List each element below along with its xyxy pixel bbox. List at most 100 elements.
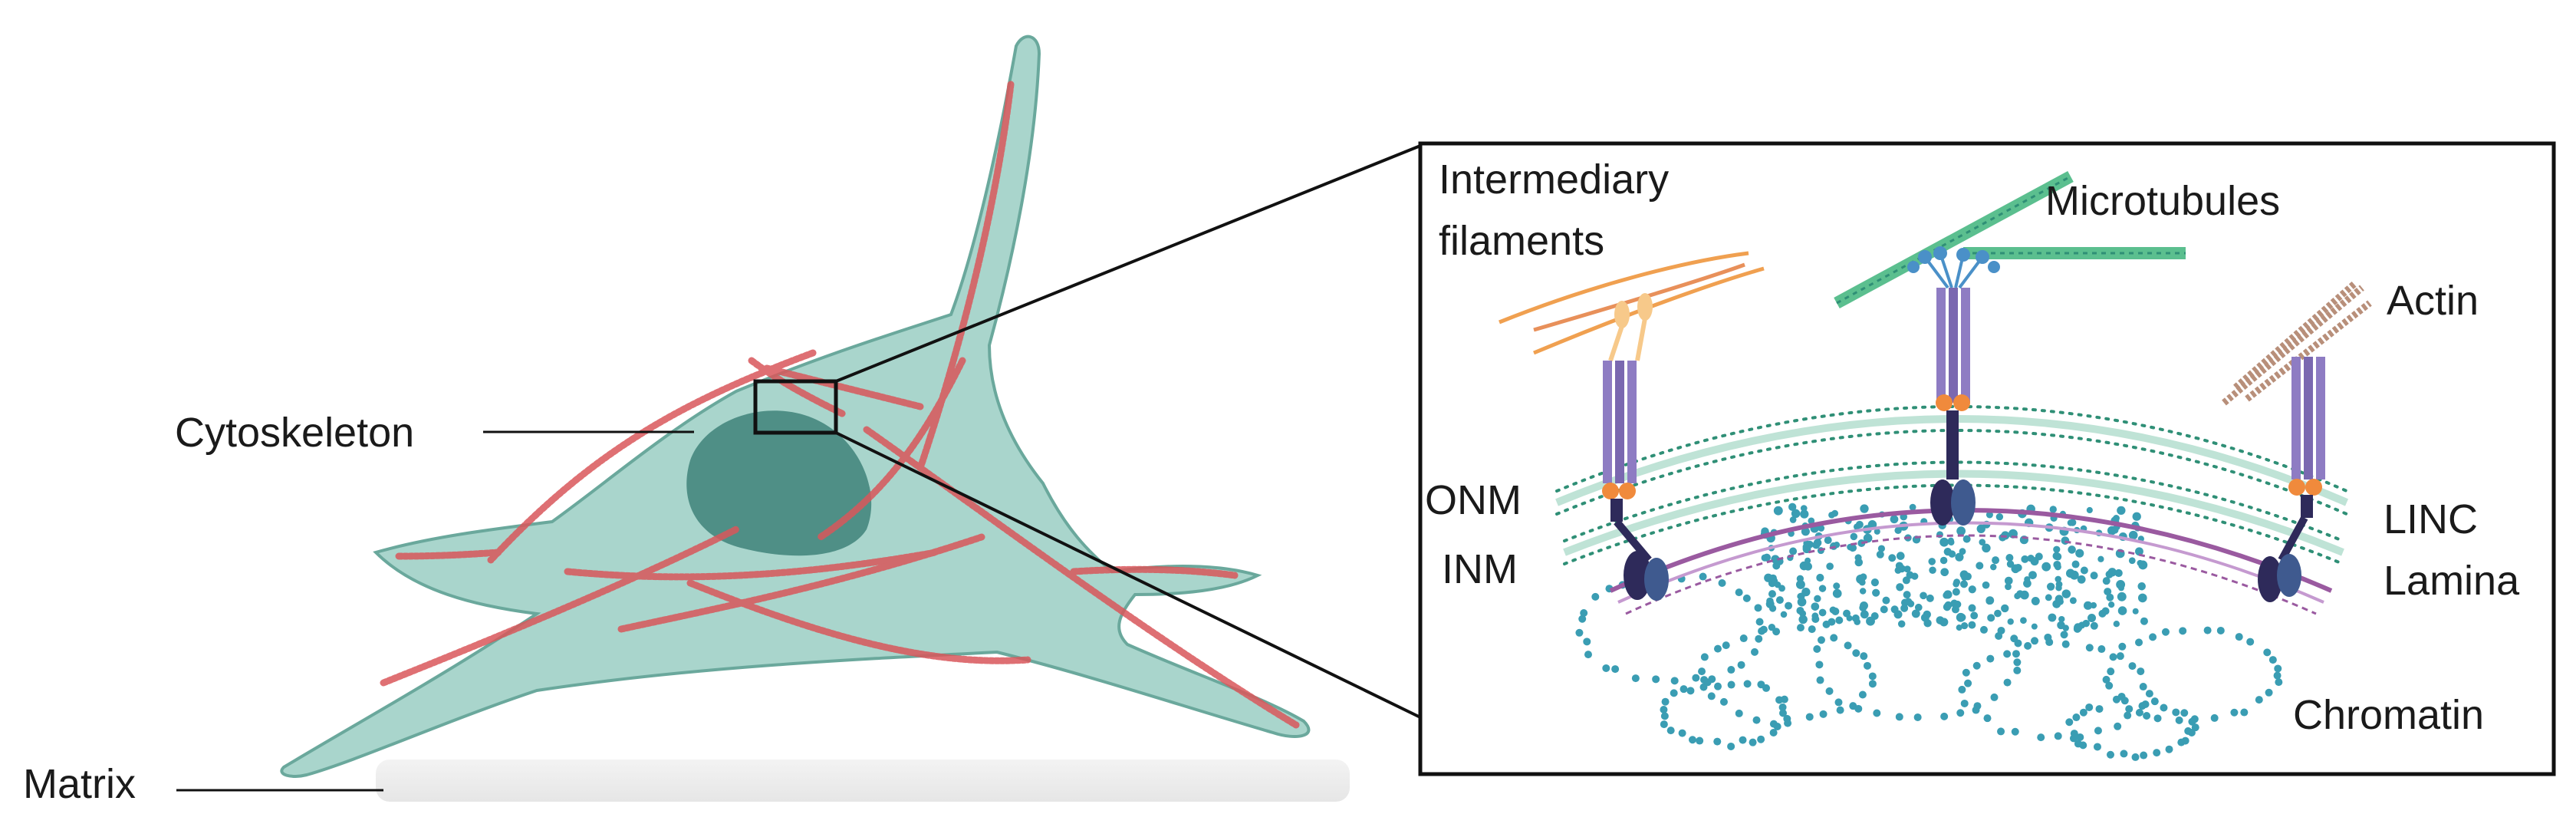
chromatin-dot: [1797, 597, 1807, 607]
chromatin-dot: [2021, 555, 2029, 563]
label-matrix: Matrix: [23, 761, 136, 807]
chromatin-dot: [2235, 633, 2243, 641]
chromatin-dot: [1739, 634, 1748, 643]
chromatin-dot: [1727, 666, 1735, 674]
chromatin-dot: [1940, 568, 1949, 577]
chromatin-dot: [2031, 597, 2040, 605]
chromatin-dot: [2048, 613, 2057, 622]
chromatin-dot: [1962, 535, 1971, 543]
chromatin-dot: [2203, 626, 2212, 634]
chromatin-dot: [1755, 618, 1764, 626]
chromatin-dot: [1940, 712, 1949, 720]
chromatin-dot: [1778, 703, 1787, 711]
chromatin-dot: [2012, 650, 2020, 658]
chromatin-dot: [1698, 667, 1706, 676]
chromatin-dot: [2095, 705, 2104, 713]
chromatin-dot: [1785, 601, 1793, 610]
chromatin-dot: [1795, 579, 1805, 589]
chromatin-dot: [1836, 706, 1844, 714]
if-linker: [1608, 293, 1653, 361]
chromatin-dot: [1755, 634, 1763, 643]
chromatin-dot: [1752, 716, 1761, 724]
chromatin-dot: [2128, 662, 2137, 671]
chromatin-dot: [2107, 667, 2115, 676]
chromatin-dot: [2188, 717, 2196, 726]
chromatin-dot: [2274, 664, 2282, 673]
chromatin-dot: [2143, 711, 2151, 720]
chromatin-dot: [1943, 590, 1953, 599]
chromatin-dot: [1958, 685, 1966, 694]
chromatin-dot: [1816, 676, 1824, 684]
chromatin-dot: [1813, 644, 1821, 653]
chromatin-dot: [2061, 589, 2071, 598]
chromatin-dot: [2016, 590, 2024, 598]
chromatin-dot: [1968, 585, 1976, 594]
chromatin-dot: [1976, 524, 1985, 533]
chromatin-dot: [1801, 527, 1810, 536]
chromatin-dot: [1990, 563, 1997, 571]
label-microtubules: Microtubules: [2045, 178, 2280, 224]
chromatin-dot: [2137, 667, 2145, 676]
chromatin-dot: [1727, 742, 1735, 750]
chromatin-dot: [1824, 536, 1832, 545]
chromatin-dot: [2011, 727, 2019, 736]
chromatin-dot: [1860, 573, 1867, 581]
chromatin-dot: [2114, 722, 2122, 730]
chromatin-dot: [1896, 552, 1905, 560]
chromatin-dot: [1808, 517, 1815, 525]
chromatin-dot: [2210, 713, 2219, 722]
chromatin-dot: [1859, 588, 1867, 595]
chromatin-dot: [1758, 627, 1766, 635]
chromatin-dot: [1888, 554, 1897, 562]
chromatin-dot: [1788, 503, 1797, 511]
chromatin-dot: [2003, 650, 2012, 658]
chromatin-dot: [1976, 562, 1984, 570]
chromatin-dot: [1703, 678, 1712, 687]
chromatin-dot: [1972, 706, 1980, 714]
zoom-line-top: [835, 144, 1421, 383]
chromatin-dot: [1660, 705, 1668, 713]
chromatin-dot: [1920, 613, 1930, 622]
chromatin-dot: [2098, 609, 2107, 618]
chromatin-dot: [1894, 566, 1902, 574]
chromatin-dot: [1811, 612, 1819, 620]
chromatin-dot: [1774, 582, 1781, 588]
chromatin-dot: [1713, 737, 1722, 746]
chromatin-dot: [2027, 555, 2035, 562]
chromatin-dot: [1826, 562, 1834, 571]
chromatin-dot: [2120, 697, 2129, 705]
chromatin-dot: [1789, 516, 1797, 523]
chromatin-dot: [1860, 610, 1869, 619]
chromatin-dot: [1956, 709, 1965, 717]
chromatin-dot: [2117, 606, 2127, 615]
chromatin-dot: [1692, 674, 1700, 682]
chromatin-dot: [1953, 600, 1962, 608]
chromatin-dot: [1990, 693, 1999, 701]
chromatin-dot: [2057, 598, 2064, 605]
chromatin-dot: [1972, 661, 1981, 670]
chromatin-dot: [1815, 661, 1824, 669]
chromatin-dot: [1686, 687, 1695, 695]
chromatin-dot: [1739, 736, 1747, 744]
chromatin-dot: [2117, 506, 2126, 516]
chromatin-dot: [2044, 633, 2052, 641]
chromatin-dot: [2087, 613, 2097, 622]
chromatin-dot: [1700, 653, 1709, 661]
chromatin-dot: [1959, 580, 1968, 588]
chromatin-dot: [2041, 562, 2051, 572]
chromatin-dot: [2105, 681, 2114, 690]
chromatin-dot: [2191, 723, 2199, 732]
chromatin-dot: [2160, 704, 2168, 712]
chromatin-dot: [2074, 623, 2083, 632]
chromatin-dot: [1952, 588, 1960, 596]
chromatin-dot: [2149, 633, 2157, 641]
chromatin-dot: [1914, 603, 1923, 611]
chromatin-dot: [2177, 738, 2186, 746]
chromatin-dot: [1688, 736, 1696, 744]
chromatin-dot: [1764, 573, 1773, 582]
chromatin-dot: [2077, 575, 2086, 584]
chromatin-dot: [2071, 560, 2080, 568]
chromatin-dot: [2075, 549, 2084, 558]
chromatin-dot: [1863, 533, 1873, 543]
